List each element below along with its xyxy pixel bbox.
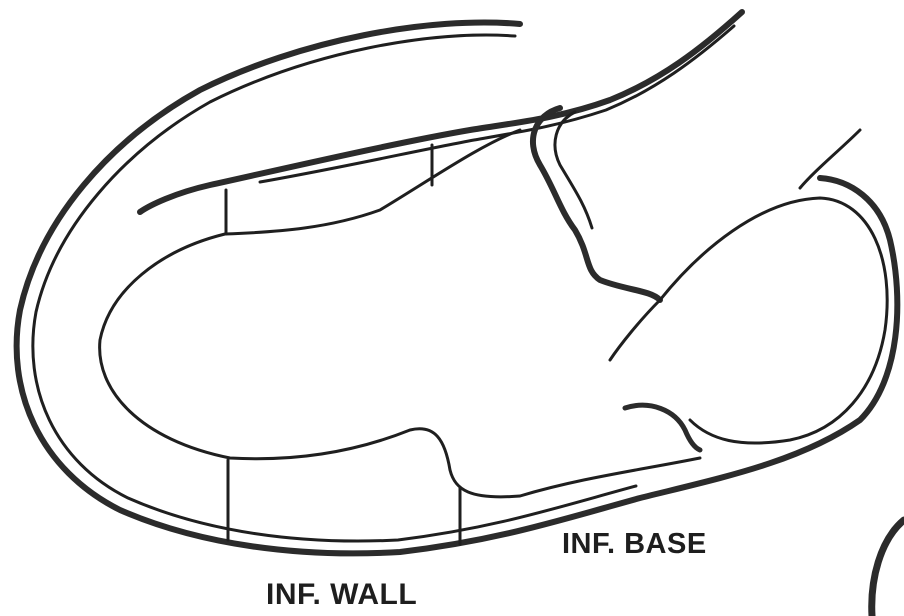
lv-cavity-outline xyxy=(100,130,700,497)
lower-right-vessel-line xyxy=(872,520,904,616)
inferior-base-label: INF. BASE xyxy=(562,528,707,561)
outer-wall-inner-line xyxy=(33,35,636,541)
mitral-leaflet xyxy=(625,405,700,450)
anterior-wall-crescent xyxy=(140,12,742,212)
inferior-wall-label: INF. WALL xyxy=(266,578,417,612)
aortic-root-bulge xyxy=(533,108,660,300)
outer-wall-outline xyxy=(17,22,898,553)
